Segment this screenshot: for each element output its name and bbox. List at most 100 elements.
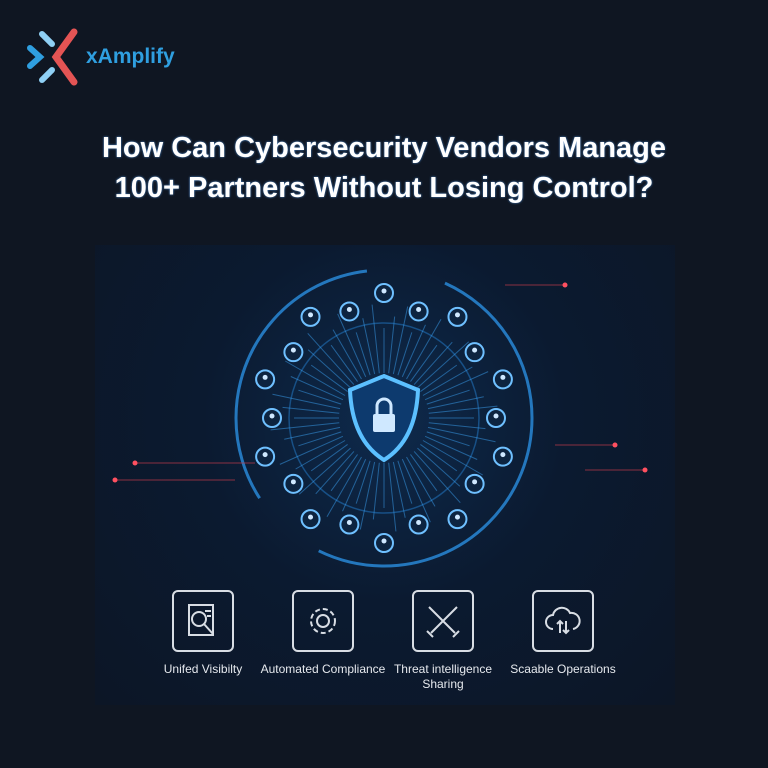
circuit-line [330, 344, 358, 382]
feature-label: Scaable Operations [510, 662, 616, 676]
partner-head [346, 306, 352, 312]
gear-icon [292, 590, 354, 652]
network-illustration [95, 245, 675, 705]
feature-label: Unifed Visibilty [163, 662, 243, 676]
circuit-line [424, 371, 489, 401]
outer-ring [234, 268, 534, 568]
circuit-line [307, 349, 351, 389]
circuit-line [428, 422, 486, 430]
partner-head [416, 520, 422, 526]
circuit-line [342, 458, 367, 512]
partner-head [454, 514, 460, 520]
brand-logo: xAmplify [26, 28, 175, 86]
circuit-line [420, 364, 458, 392]
circuit-line [388, 462, 397, 532]
partner-head [500, 374, 506, 380]
partner-head [290, 479, 296, 485]
circuit-line [427, 426, 496, 443]
circuit-line [295, 440, 346, 470]
feature-scalable-operations: Scaable Operations [498, 590, 628, 677]
circuit-line [372, 462, 380, 520]
circuit-line [285, 360, 346, 396]
circuit-line [332, 329, 362, 380]
xamplify-logo-icon [27, 28, 78, 86]
partner-head [381, 538, 387, 544]
circuit-line [290, 376, 344, 401]
circuit-line [427, 396, 484, 410]
lock-icon [373, 414, 395, 432]
circuit-line [355, 332, 371, 376]
circuit-line [401, 458, 431, 523]
circuit-line [397, 332, 413, 376]
circuit-line [310, 444, 348, 472]
partner-head [308, 312, 314, 318]
circuit-line [410, 344, 438, 382]
document-search-icon [172, 590, 234, 652]
circuit-line [406, 456, 436, 507]
crossed-swords-icon [412, 590, 474, 652]
circuit-line [362, 318, 376, 375]
circuit-line [326, 456, 362, 517]
circuit-dot [612, 442, 618, 448]
partner-head [472, 347, 478, 353]
circuit-line [272, 393, 341, 410]
partner-head [269, 413, 275, 419]
feature-label: Threat intelligence Sharing [393, 662, 493, 691]
circuit-line [417, 341, 470, 389]
partner-head [454, 312, 460, 318]
feature-threat-intelligence: Threat intelligence Sharing [378, 590, 508, 692]
feature-label: Automated Compliance [260, 662, 386, 676]
circuit-line [392, 461, 406, 518]
circuit-line [428, 405, 498, 414]
cloud-sync-icon [532, 590, 594, 652]
circuit-line [397, 460, 413, 504]
partner-network-diagram [112, 268, 648, 568]
brand-name: xAmplify [86, 45, 175, 68]
circuit-line [406, 319, 442, 380]
partner-head [262, 374, 268, 380]
circuit-line [410, 454, 438, 492]
circuit-line [355, 460, 371, 504]
feature-unified-visibility: Unifed Visibilty [138, 590, 268, 677]
circuit-line [279, 435, 344, 465]
title-line-1: How Can Cybersecurity Vendors Manage [101, 132, 667, 164]
circuit-line [298, 447, 351, 495]
circuit-line [270, 422, 340, 431]
circuit-line [315, 451, 355, 495]
circuit-line [424, 435, 478, 460]
circuit-line [298, 431, 342, 447]
circuit-dot [562, 282, 568, 288]
circuit-line [413, 341, 453, 385]
partner-head [308, 514, 314, 520]
feature-automated-compliance: Automated Compliance [258, 590, 388, 677]
partner-head [472, 479, 478, 485]
partner-head [381, 288, 387, 294]
lock-shackle [375, 397, 393, 414]
circuit-line [310, 364, 348, 392]
page-title: How Can Cybersecurity Vendors Manage 100… [0, 128, 768, 208]
circuit-line [426, 431, 470, 447]
partner-head [493, 413, 499, 419]
title-line-2: 100+ Partners Without Losing Control? [114, 172, 654, 204]
circuit-line [388, 316, 396, 374]
circuit-line [307, 332, 355, 385]
circuit-line [330, 454, 358, 492]
partner-head [346, 520, 352, 526]
circuit-line [420, 444, 458, 472]
circuit-line [422, 366, 473, 396]
circuit-line [392, 306, 409, 375]
circuit-line [337, 313, 367, 378]
circuit-dot [112, 477, 118, 483]
partner-head [262, 452, 268, 458]
partner-head [416, 306, 422, 312]
circuit-line [282, 406, 340, 414]
circuit-line [426, 389, 470, 405]
circuit-line [413, 451, 461, 504]
circuit-dot [642, 467, 648, 473]
circuit-line [401, 324, 426, 378]
circuit-line [298, 389, 342, 405]
circuit-line [371, 304, 380, 374]
inner-ring [288, 322, 480, 514]
partner-head [500, 452, 506, 458]
circuit-dot [132, 460, 138, 466]
